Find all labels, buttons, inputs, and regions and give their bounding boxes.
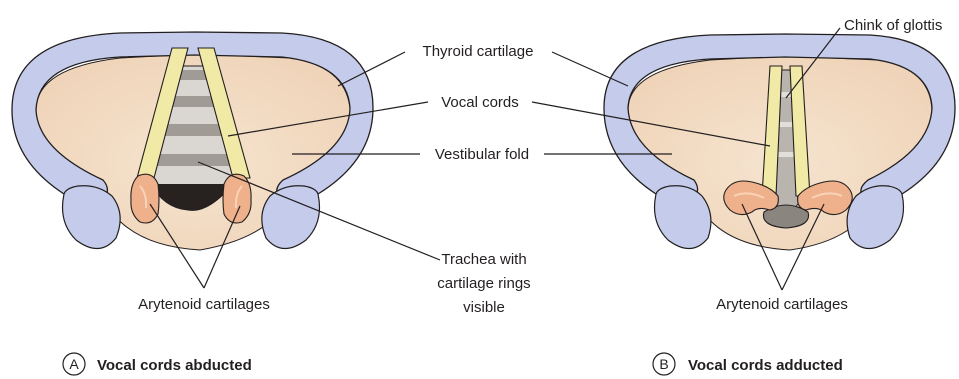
panel-b-illustration	[604, 34, 955, 250]
label-trachea-2: cartilage rings	[437, 275, 530, 292]
caption-b-text: Vocal cords adducted	[688, 357, 843, 374]
caption-a-letter: A	[69, 356, 79, 372]
panel-a-thyroid-lobe-left	[63, 186, 121, 249]
label-thyroid-cartilage: Thyroid cartilage	[423, 43, 534, 60]
caption-a: A Vocal cords abducted	[63, 353, 252, 375]
label-trachea-3: visible	[463, 299, 505, 316]
caption-b-letter: B	[659, 356, 668, 372]
caption-a-text: Vocal cords abducted	[97, 357, 252, 374]
label-trachea-1: Trachea with	[441, 251, 526, 268]
label-vestibular-fold: Vestibular fold	[435, 146, 529, 163]
label-arytenoid-a: Arytenoid cartilages	[138, 296, 270, 313]
panel-a-thyroid-lobe-right	[262, 186, 320, 249]
panel-a-illustration	[12, 32, 373, 250]
label-vocal-cords: Vocal cords	[441, 94, 519, 111]
label-arytenoid-b: Arytenoid cartilages	[716, 296, 848, 313]
label-chink-of-glottis: Chink of glottis	[844, 17, 942, 34]
caption-b: B Vocal cords adducted	[653, 353, 843, 375]
